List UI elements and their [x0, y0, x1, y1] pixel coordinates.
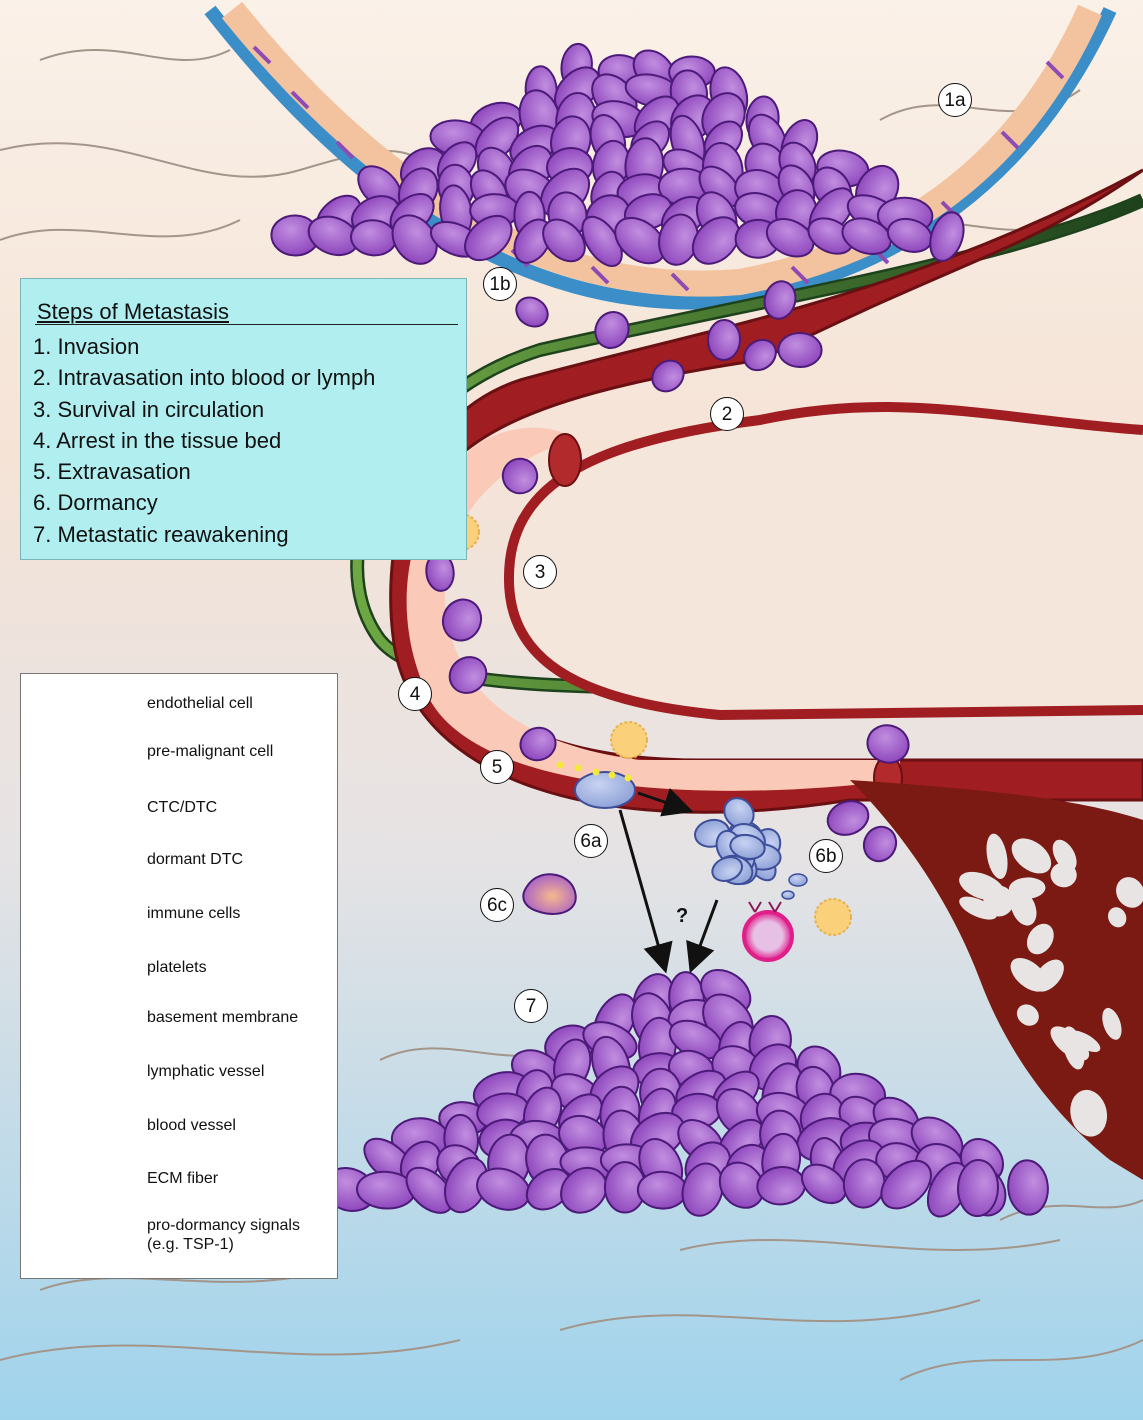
legend-box: endothelial cell pre-malignant cell CTC/…: [20, 673, 338, 1279]
legend-sublabel: (e.g. TSP-1): [147, 1236, 234, 1254]
legend-label: platelets: [147, 959, 207, 977]
marker-1b: 1b: [483, 267, 517, 301]
immune-cell-pink: [744, 912, 792, 960]
step-item: 1. Invasion: [33, 331, 375, 362]
blood-vessel-inner-loop: [509, 407, 1143, 715]
marker-2: 2: [710, 397, 744, 431]
legend-label: pro-dormancy signals: [147, 1217, 300, 1235]
marker-5: 5: [480, 750, 514, 784]
step-item: 7. Metastatic reawakening: [33, 519, 375, 550]
step-item: 2. Intravasation into blood or lymph: [33, 362, 375, 393]
legend-label: pre-malignant cell: [147, 743, 273, 761]
tumor-cell: [707, 319, 741, 360]
steps-title-rule: [35, 324, 458, 325]
steps-title: Steps of Metastasis: [37, 299, 229, 325]
step-item: 4. Arrest in the tissue bed: [33, 425, 375, 456]
marker-7: 7: [514, 989, 548, 1023]
marker-6b: 6b: [809, 839, 843, 873]
question-mark: ?: [676, 905, 688, 928]
legend-label: lymphatic vessel: [147, 1063, 264, 1081]
marker-4: 4: [398, 677, 432, 711]
steps-list: 1. Invasion 2. Intravasation into blood …: [33, 331, 375, 550]
legend-label: endothelial cell: [147, 695, 253, 713]
immune-cell-yellow: [815, 899, 851, 935]
marker-6a: 6a: [574, 824, 608, 858]
legend-label: CTC/DTC: [147, 799, 217, 817]
tumor-cell: [778, 333, 822, 367]
pre-malignant-cell: [523, 874, 575, 914]
step-item: 6. Dormancy: [33, 487, 375, 518]
signal-dot: [593, 769, 600, 776]
legend-label: blood vessel: [147, 1117, 236, 1135]
steps-box: Steps of Metastasis 1. Invasion 2. Intra…: [20, 278, 467, 560]
signal-dot: [609, 772, 616, 779]
legend-label: ECM fiber: [147, 1170, 218, 1188]
legend-label: immune cells: [147, 905, 240, 923]
signal-dot: [625, 775, 632, 782]
legend-label: dormant DTC: [147, 851, 243, 869]
signal-dot: [557, 762, 564, 769]
signal-dot: [575, 765, 582, 772]
legend-label: basement membrane: [147, 1009, 298, 1027]
marker-1a: 1a: [938, 83, 972, 117]
tumor-cell: [957, 1159, 999, 1216]
marker-6c: 6c: [480, 888, 514, 922]
immune-cell-yellow: [611, 722, 647, 758]
step-item: 5. Extravasation: [33, 456, 375, 487]
step-item: 3. Survival in circulation: [33, 394, 375, 425]
marker-3: 3: [523, 555, 557, 589]
tumor-cell: [637, 1171, 687, 1209]
